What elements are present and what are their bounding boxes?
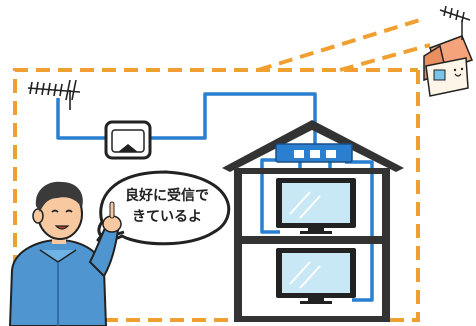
dashed-frame	[13, 68, 420, 322]
speech-line-1: 良好に受信で	[125, 188, 209, 204]
splitter-icon	[275, 143, 353, 163]
television-upper-icon	[276, 178, 356, 234]
speech-line-2: きているよ	[132, 209, 202, 225]
neighbor-house-icon	[423, 35, 473, 97]
coax-cable	[56, 92, 374, 302]
television-lower-icon	[276, 248, 356, 304]
technician-icon	[8, 181, 122, 326]
left-antenna-icon	[27, 79, 81, 110]
booster-box-icon	[104, 120, 152, 160]
signal-path	[257, 18, 431, 72]
right-antenna-icon	[439, 5, 471, 40]
speech-text: 良好に受信で きているよ	[108, 186, 226, 228]
house	[222, 120, 404, 322]
